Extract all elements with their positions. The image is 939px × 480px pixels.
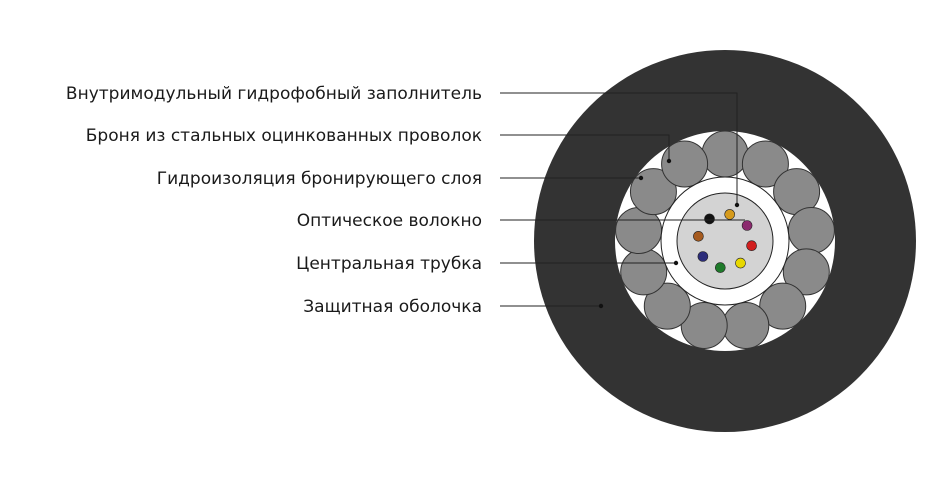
optical-fiber: [704, 213, 715, 225]
armor-wire: [629, 168, 677, 216]
label-optical-fiber: Оптическое волокно: [297, 211, 482, 231]
leader-dots: [598, 158, 740, 309]
leader-dot-sheath: [598, 303, 604, 309]
armor-wire: [782, 248, 830, 296]
leader-lines: [500, 92, 745, 307]
armor-wire: [741, 140, 789, 188]
armor-wires: [615, 130, 835, 349]
armor-wire: [620, 248, 668, 296]
label-armor-waterproofing: Гидроизоляция бронирующего слоя: [157, 169, 482, 189]
leader-dot-waterproofing: [638, 175, 644, 181]
armor-wire: [787, 207, 835, 254]
armor-wire: [643, 282, 691, 330]
armor-wire: [759, 282, 807, 330]
armor-wire: [680, 302, 728, 349]
label-protective-sheath: Защитная оболочка: [303, 297, 482, 317]
leader-line-armor: [500, 134, 670, 160]
hydrophobic-filler: [676, 192, 774, 290]
armor-wire: [661, 140, 709, 188]
label-hydrophobic-filler: Внутримодульный гидрофобный заполнитель: [66, 84, 482, 104]
leader-dot-filler: [734, 202, 740, 208]
leader-dot-tube: [673, 260, 679, 266]
optical-fiber: [714, 262, 726, 273]
armor-wire: [722, 302, 770, 349]
optical-fiber: [741, 220, 753, 231]
armor-wire: [701, 130, 749, 178]
optical-fiber: [746, 240, 757, 251]
optical-fiber: [724, 209, 736, 220]
optical-fiber: [697, 251, 709, 262]
label-steel-armor: Броня из стальных оцинкованных проволок: [86, 126, 482, 146]
optical-fiber: [693, 231, 704, 242]
leader-line-filler: [500, 92, 738, 204]
leader-dot-armor: [666, 158, 672, 164]
optical-fibers: [693, 209, 757, 273]
optical-fiber: [735, 257, 746, 269]
label-central-tube: Центральная трубка: [296, 254, 482, 274]
